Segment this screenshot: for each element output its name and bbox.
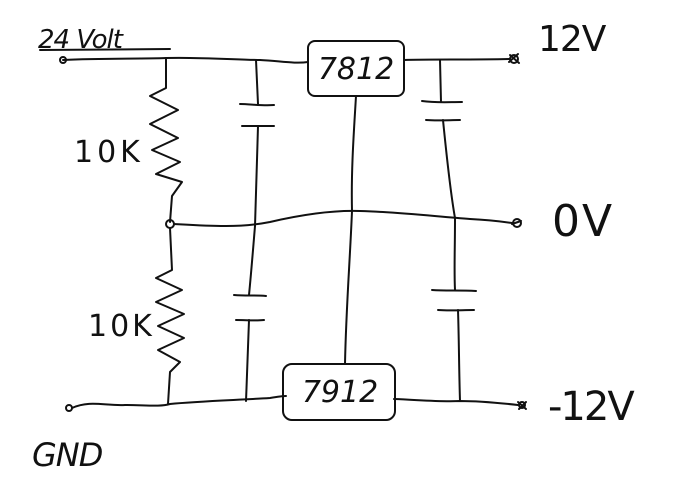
terminal-0v bbox=[511, 218, 522, 228]
label-resistor-top: 10K bbox=[74, 135, 144, 170]
label-input-underline bbox=[39, 48, 171, 51]
wire-bottom-right bbox=[393, 398, 519, 406]
resistor-bottom bbox=[155, 227, 185, 405]
regulator-7912-box bbox=[282, 363, 396, 421]
label-12v: 12V bbox=[538, 19, 607, 60]
capacitor-top-left bbox=[239, 59, 275, 227]
terminal-input bbox=[59, 56, 67, 64]
regulator-7912-label: 7912 bbox=[302, 375, 378, 410]
resistor-top bbox=[149, 57, 183, 223]
label-0v: 0V bbox=[552, 196, 614, 247]
wire-middle-rail bbox=[173, 209, 513, 227]
label-resistor-bottom: 10K bbox=[88, 309, 155, 344]
capacitor-bottom-right bbox=[431, 217, 477, 402]
wire-top-output bbox=[403, 58, 511, 61]
wire-7812-ground bbox=[350, 95, 357, 212]
terminal-12v bbox=[508, 53, 520, 64]
label-gnd: GND bbox=[32, 436, 103, 474]
terminal-neg12v bbox=[517, 401, 527, 410]
regulator-7812-label: 7812 bbox=[318, 52, 394, 87]
wire-7912-ground bbox=[344, 210, 353, 365]
label-neg12v: -12V bbox=[548, 384, 635, 430]
capacitor-bottom-left bbox=[233, 225, 267, 402]
wire-bottom-left bbox=[71, 395, 287, 409]
capacitor-top-right bbox=[421, 59, 463, 219]
wire-top-input bbox=[62, 56, 309, 64]
